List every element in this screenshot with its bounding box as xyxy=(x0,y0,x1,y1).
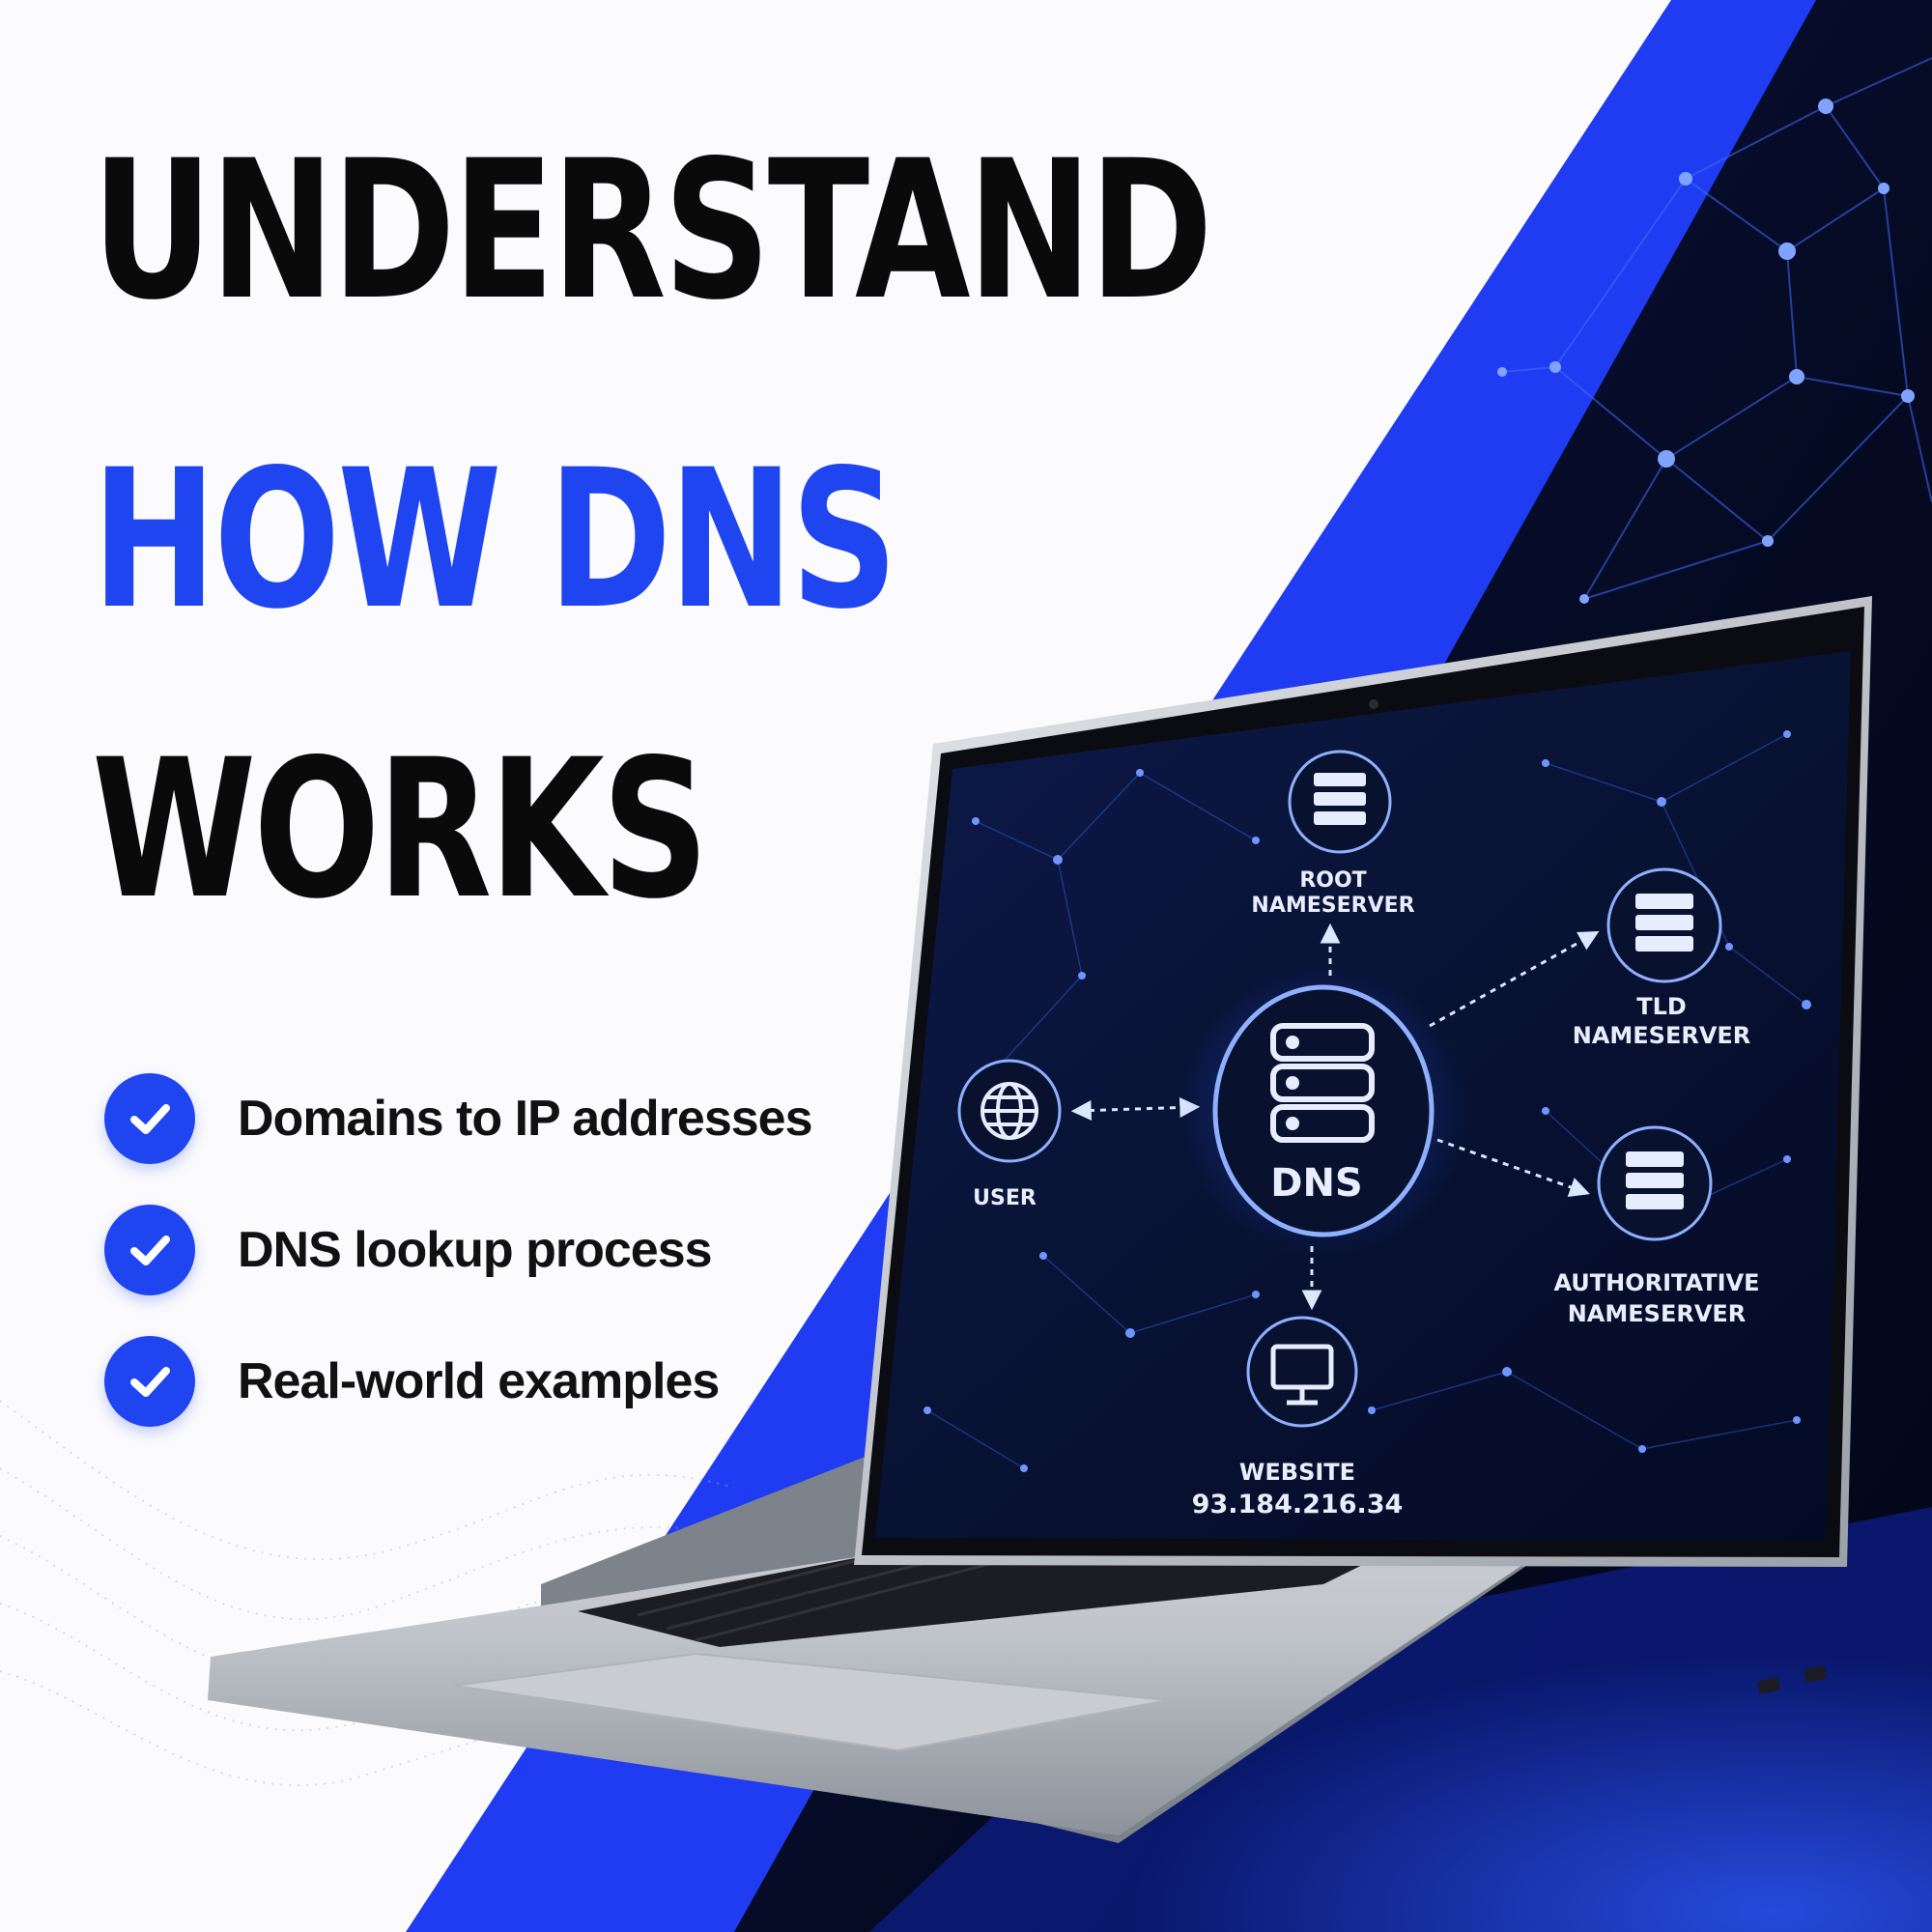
tld-nameserver-label-line2: NAMESERVER xyxy=(1573,1022,1751,1049)
website-ip-address: 93.184.216.34 xyxy=(1192,1490,1404,1520)
authoritative-nameserver-label-line2: NAMESERVER xyxy=(1568,1300,1747,1327)
feature-item: Domains to IP addresses xyxy=(104,1053,838,1184)
feature-item: Real-world examples xyxy=(104,1316,838,1447)
feature-label: Domains to IP addresses xyxy=(238,1091,812,1147)
tld-nameserver-label-line1: TLD xyxy=(1636,993,1687,1020)
headline-line-3: WORKS xyxy=(92,718,709,941)
arrow-user-dns xyxy=(1070,1096,1201,1122)
website-node xyxy=(1246,1316,1358,1428)
authoritative-nameserver-label-line1: AUTHORITATIVE xyxy=(1553,1269,1759,1296)
trackpad xyxy=(453,1652,1170,1752)
feature-label: DNS lookup process xyxy=(238,1222,713,1278)
feature-list: Domains to IP addresses DNS lookup proce… xyxy=(104,1053,838,1447)
website-label-line1: WEBSITE xyxy=(1239,1459,1355,1486)
dns-label: DNS xyxy=(1270,1161,1363,1206)
server-icon xyxy=(1635,894,1693,952)
root-nameserver-label-line2: NAMESERVER xyxy=(1251,894,1414,918)
dns-node xyxy=(1212,984,1435,1237)
usb-port-2 xyxy=(1804,1665,1827,1683)
headline-line-1: UNDERSTAND xyxy=(92,119,1213,342)
feature-label: Real-world examples xyxy=(238,1353,720,1409)
check-icon xyxy=(104,1205,195,1295)
server-stack-icon xyxy=(1270,1023,1375,1143)
usb-port-1 xyxy=(1757,1677,1780,1694)
network-nodes xyxy=(1497,99,1915,604)
monitor-icon xyxy=(1270,1344,1334,1406)
arrow-dns-tld xyxy=(1429,930,1600,1028)
server-icon xyxy=(1314,773,1366,825)
feature-item: DNS lookup process xyxy=(104,1184,838,1316)
globe-icon xyxy=(980,1082,1038,1140)
root-nameserver-label-line1: ROOT xyxy=(1299,868,1366,893)
user-label: USER xyxy=(973,1186,1037,1210)
webcam xyxy=(1369,699,1378,709)
check-icon xyxy=(104,1336,195,1427)
headline-line-2: HOW DNS xyxy=(92,428,898,651)
dotted-wave-decoration xyxy=(0,1400,735,1787)
server-icon xyxy=(1626,1151,1684,1209)
check-icon xyxy=(104,1073,195,1164)
